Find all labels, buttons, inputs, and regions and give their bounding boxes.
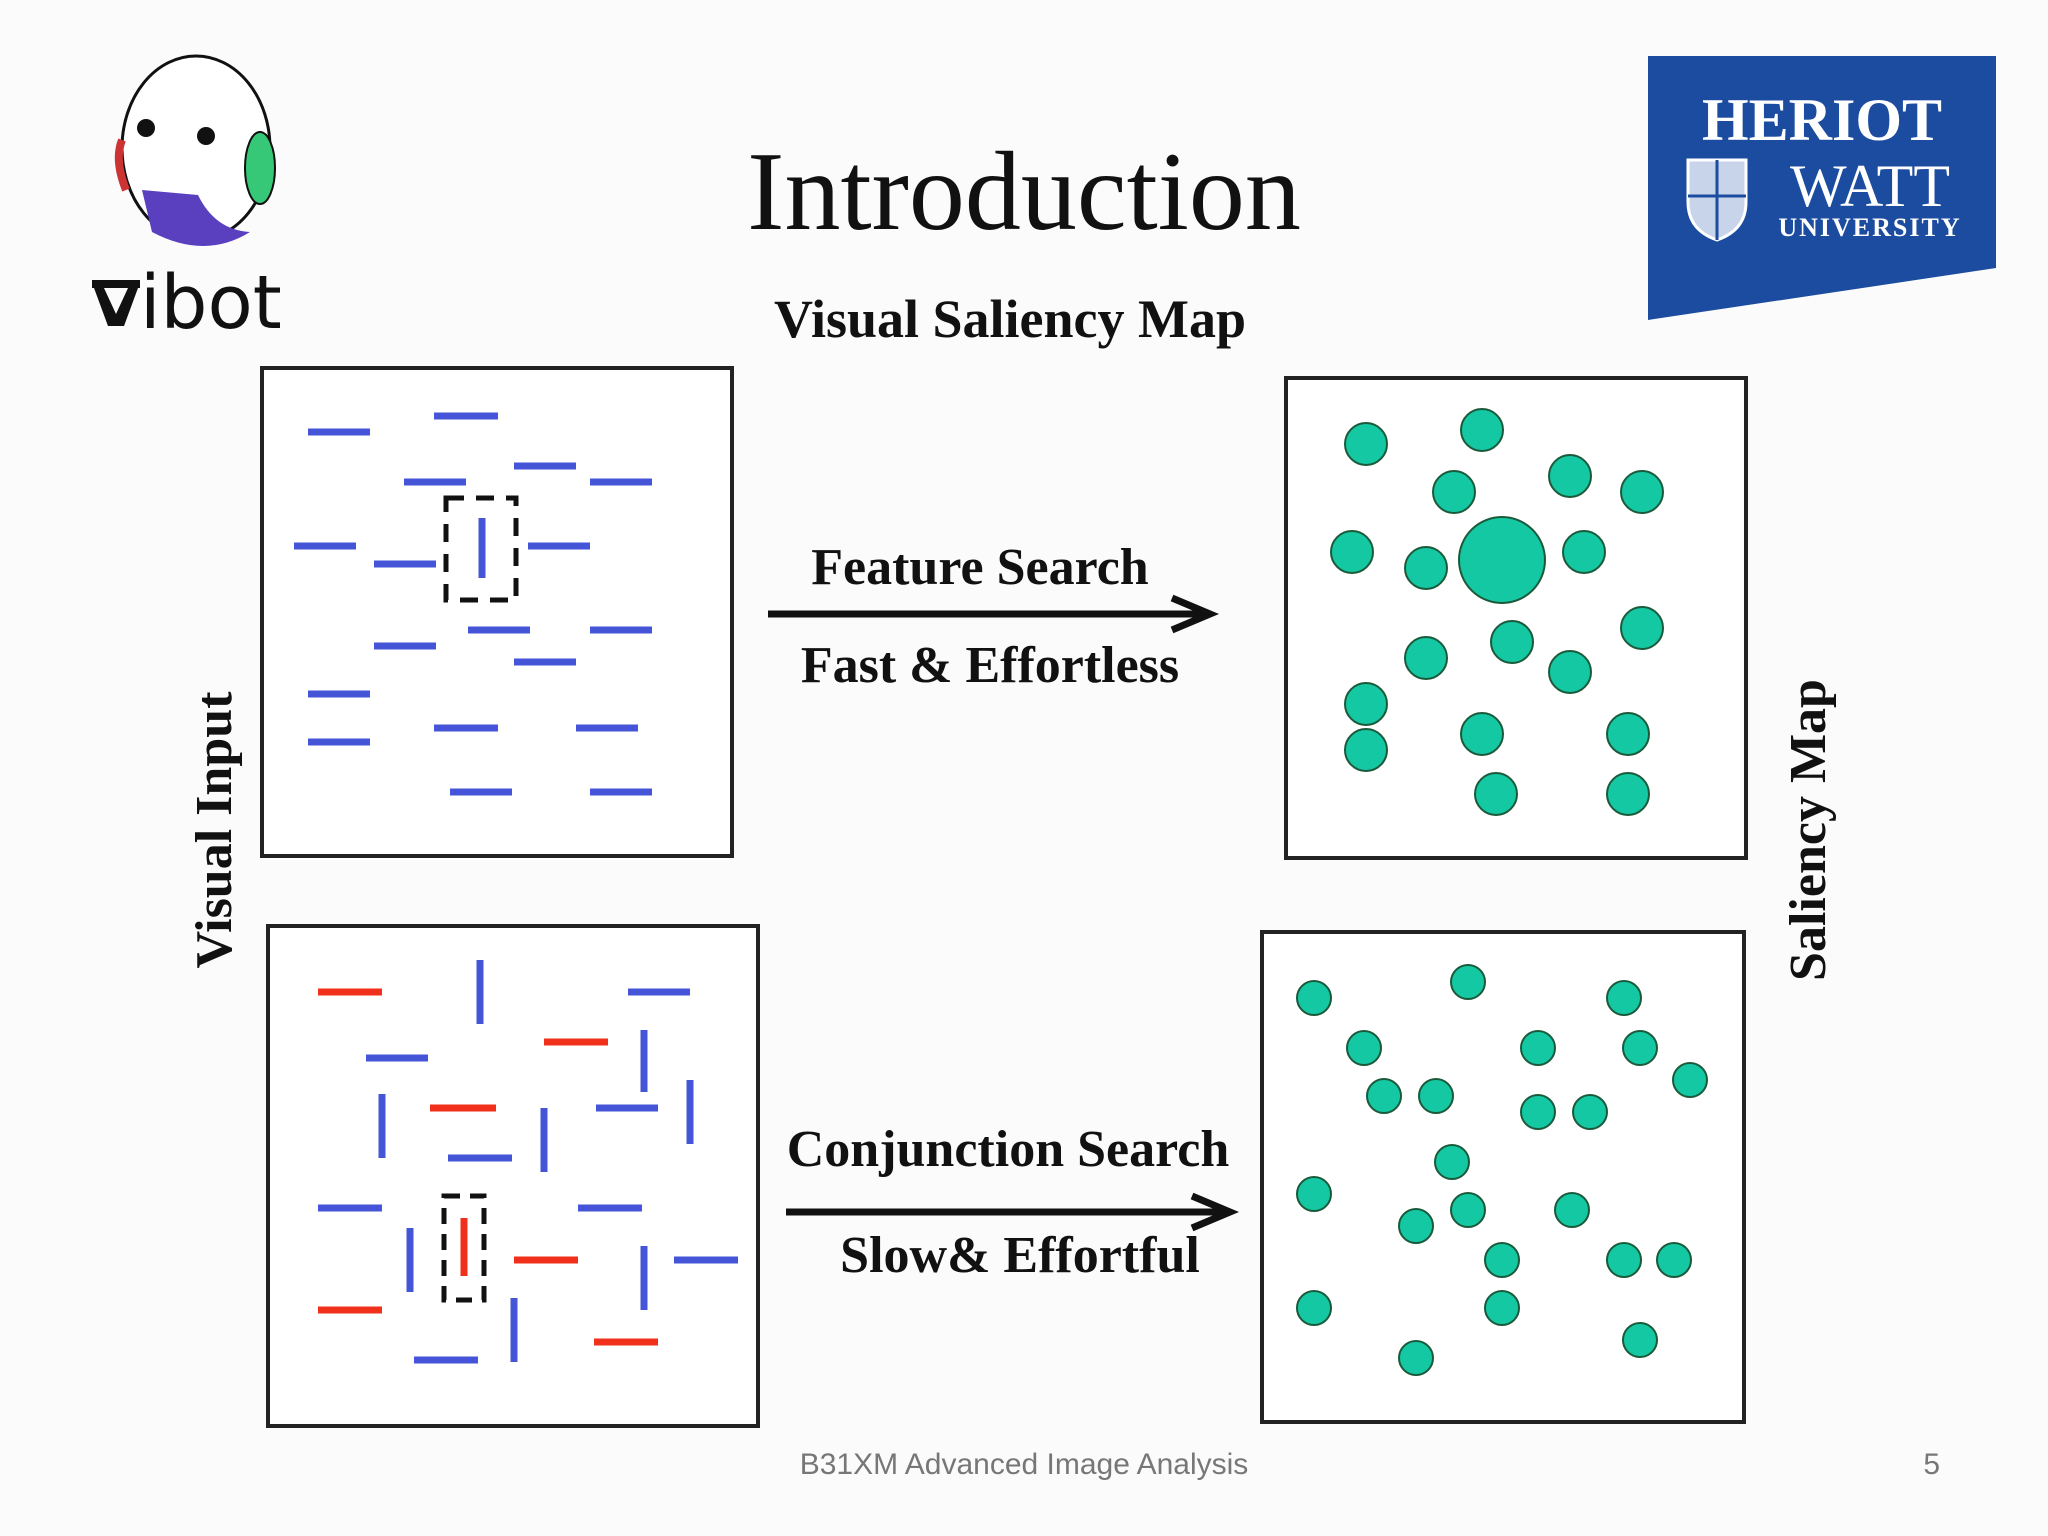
page-number: 5 <box>1923 1448 1940 1481</box>
target-highlight-box <box>443 495 519 603</box>
crest-icon <box>1686 158 1748 242</box>
saliency-dots <box>1296 964 1708 1376</box>
feature-search-saliency-panel <box>1284 376 1748 860</box>
feature-search-caption: Fast & Effortless <box>800 637 1180 694</box>
heriot-watt-logo: HERIOT WATT UNIVERSITY <box>1648 56 1996 320</box>
hw-line1: HERIOT <box>1702 87 1942 153</box>
conjunction-search-arrow <box>786 1192 1240 1232</box>
blue-distractor-bars <box>318 960 738 1364</box>
saliency-dots <box>1330 408 1664 816</box>
red-distractor-bars <box>318 988 658 1346</box>
saliency-map-label: Saliency Map <box>1780 679 1837 981</box>
hw-line3: UNIVERSITY <box>1778 213 1961 242</box>
ibot-logo-text: ibot <box>140 260 282 340</box>
subtitle: Visual Saliency Map <box>773 289 1247 349</box>
conjunction-search-label: Conjunction Search <box>786 1121 1230 1178</box>
salient-target-dot <box>1458 516 1546 604</box>
conjunction-search-saliency-panel <box>1260 930 1746 1424</box>
ibot-logo: ibot <box>92 54 282 340</box>
distractor-bars <box>294 412 652 796</box>
page-title: Introduction <box>747 130 1301 254</box>
hw-line2: WATT <box>1790 153 1950 219</box>
conjunction-search-input-panel <box>266 924 760 1428</box>
feature-search-label: Feature Search <box>811 539 1149 596</box>
ibot-mark-icon <box>92 280 140 326</box>
target-highlight-box <box>441 1193 487 1303</box>
feature-search-arrow <box>768 594 1220 634</box>
robot-face-icon <box>114 54 276 246</box>
feature-search-input-panel <box>260 366 734 858</box>
footer-text: B31XM Advanced Image Analysis <box>799 1448 1249 1481</box>
visual-input-label: Visual Input <box>186 691 243 969</box>
conjunction-search-caption: Slow& Effortful <box>840 1227 1200 1284</box>
